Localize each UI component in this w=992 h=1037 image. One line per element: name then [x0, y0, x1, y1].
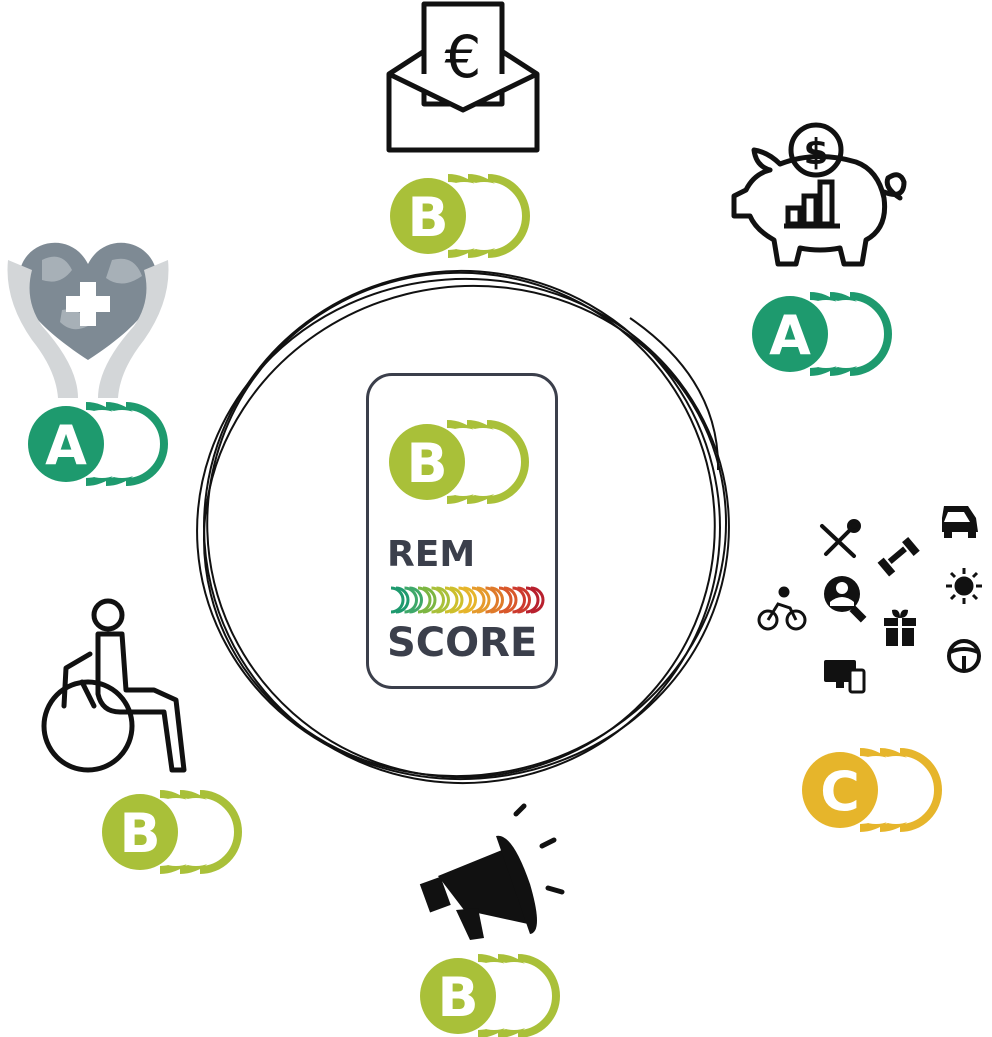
- savings-grade-badge: A: [752, 292, 892, 376]
- center-grade-badge: B: [389, 420, 529, 504]
- card-title-top: REM: [387, 534, 476, 575]
- euro-symbol: €: [445, 23, 482, 91]
- sun-icon: [946, 568, 982, 604]
- dumbbell-icon: [877, 537, 920, 577]
- envelope-euro-icon: €: [386, 1, 540, 153]
- communication-grade-badge: B: [420, 954, 560, 1037]
- communication-grade-letter: B: [437, 966, 478, 1029]
- rem-score-card: B REM SCORE: [366, 373, 558, 689]
- score-scale-strip: [390, 586, 545, 614]
- wheelchair-icon: [41, 598, 187, 773]
- bicycle-icon: [757, 586, 807, 631]
- card-title-bottom: SCORE: [387, 620, 538, 666]
- savings-grade-letter: A: [769, 304, 811, 367]
- salary-grade-letter: B: [407, 186, 448, 249]
- health-grade-badge: A: [28, 402, 168, 486]
- devices-icon: [824, 660, 866, 694]
- salary-grade-badge: B: [390, 174, 530, 258]
- dollar-symbol: $: [803, 132, 828, 173]
- search-person-icon: [824, 576, 867, 623]
- benefits-grade-letter: C: [820, 760, 860, 823]
- benefits-grade-badge: C: [802, 748, 942, 832]
- megaphone-icon: [419, 803, 565, 940]
- disability-grade-badge: B: [102, 790, 242, 874]
- gift-icon: [884, 609, 916, 646]
- disability-grade-letter: B: [119, 802, 160, 865]
- heart-globe-hands-icon: [7, 242, 169, 398]
- piggy-bank-icon: $: [731, 122, 907, 267]
- center-grade-letter: B: [406, 432, 447, 495]
- health-grade-letter: A: [45, 414, 87, 477]
- utensils-icon: [820, 519, 861, 558]
- benefits-cluster-icon: [757, 506, 982, 694]
- steering-wheel-icon: [947, 639, 981, 673]
- car-icon: [942, 506, 978, 538]
